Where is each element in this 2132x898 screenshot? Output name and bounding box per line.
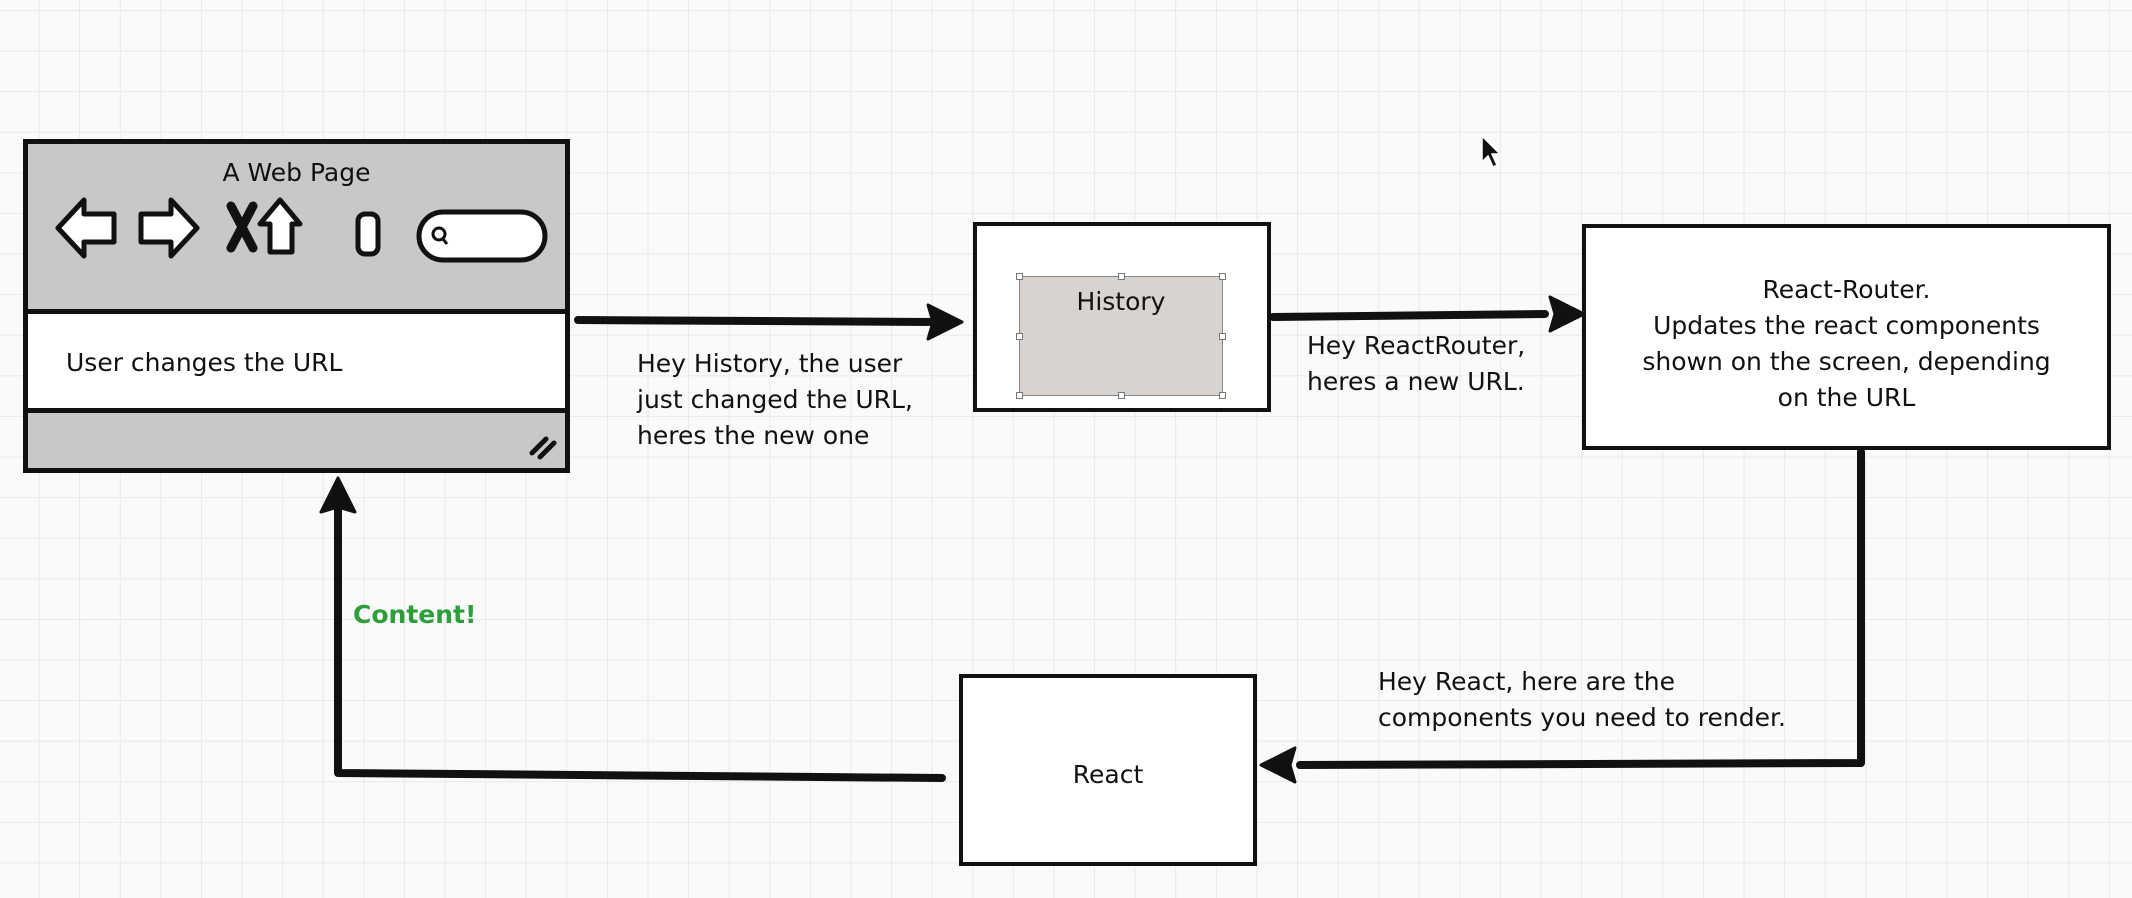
selection-handle[interactable] [1219,273,1226,280]
selection-handle[interactable] [1016,333,1023,340]
browser-toolbar [55,197,548,263]
react-router-label: React-Router. Updates the react componen… [1642,275,2051,412]
edge-label-history-to-router: Hey ReactRouter, heres a new URL. [1307,331,1526,396]
arrowhead [926,303,964,341]
selection-handle[interactable] [1219,392,1226,399]
search-field-icon[interactable] [416,209,548,263]
react-router-node: React-Router. Updates the react componen… [1582,224,2111,450]
arrow-react-to-browser [334,506,946,782]
browser-content-area: User changes the URL [28,309,565,413]
bookmark-icon[interactable] [355,211,381,257]
browser-title: A Web Page [222,158,371,187]
browser-mockup: A Web Page [23,139,570,473]
edge-label-react-to-browser: Content! [353,600,477,629]
stop-icon[interactable] [226,201,258,253]
browser-content-text: User changes the URL [66,348,343,377]
arrow-history-to-router [1269,310,1549,321]
home-icon[interactable] [257,197,303,255]
react-node: React [959,674,1257,866]
selection-handle[interactable] [1016,392,1023,399]
selection-handle[interactable] [1016,273,1023,280]
arrow-browser-to-history [574,316,939,326]
back-arrow-icon[interactable] [55,197,117,259]
edge-label-browser-to-history: Hey History, the user just changed the U… [637,349,913,450]
history-label: History [1076,287,1166,316]
arrowhead [319,476,357,514]
arrow-router-to-react [1296,448,1865,769]
edge-label-router-to-react: Hey React, here are the components you n… [1378,667,1786,732]
react-label: React [1072,760,1144,789]
resize-grip-icon[interactable] [528,429,560,461]
history-inner-box: History [1019,276,1223,396]
arrowhead [1259,746,1297,784]
selection-handle[interactable] [1118,392,1125,399]
forward-arrow-icon[interactable] [138,197,200,259]
mouse-cursor-icon [1481,134,1502,169]
selection-handle[interactable] [1118,273,1125,280]
arrowhead [1548,295,1586,333]
selection-handle[interactable] [1219,333,1226,340]
